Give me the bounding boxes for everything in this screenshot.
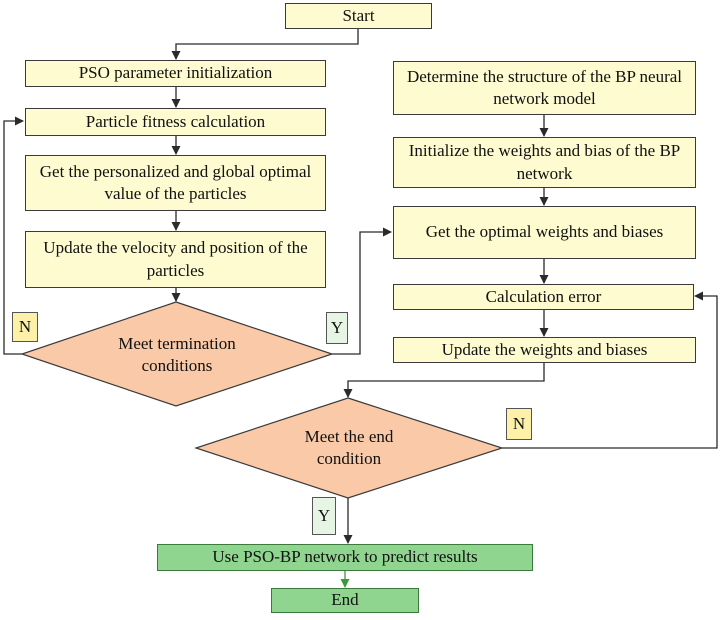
connector-pso-yes xyxy=(332,227,392,355)
predict-results-box: Use PSO-BP network to predict results xyxy=(157,544,533,571)
pso-no-tag: N xyxy=(12,312,38,342)
connector-start-to-init xyxy=(171,28,359,60)
velocity-position-box: Update the velocity and position of the … xyxy=(25,231,326,288)
bp-yes-tag: Y xyxy=(312,497,336,535)
connector-pso-no-loop xyxy=(3,116,24,355)
optimal-weights-box: Get the optimal weights and biases xyxy=(393,206,696,259)
pso-yes-tag: Y xyxy=(326,312,348,344)
optimal-value-box: Get the personalized and global optimal … xyxy=(25,155,326,211)
bp-decision-label: Meet the end condition xyxy=(304,426,394,468)
start-box: Start xyxy=(285,3,432,29)
update-weights-box: Update the weights and biases xyxy=(393,337,696,363)
bp-no-tag: N xyxy=(506,408,532,440)
pso-decision-shape xyxy=(20,301,334,407)
calculation-error-box: Calculation error xyxy=(393,284,694,310)
bp-init-box: Initialize the weights and bias of the B… xyxy=(393,137,696,188)
connector-bp-no-loop xyxy=(502,291,718,449)
particle-fitness-box: Particle fitness calculation xyxy=(25,108,326,136)
pso-init-box: PSO parameter initialization xyxy=(25,60,326,87)
connector-update-to-decision xyxy=(343,362,545,398)
pso-decision-label: Meet termination conditions xyxy=(118,333,236,375)
bp-structure-box: Determine the structure of the BP neural… xyxy=(393,61,696,115)
end-box: End xyxy=(271,588,419,613)
